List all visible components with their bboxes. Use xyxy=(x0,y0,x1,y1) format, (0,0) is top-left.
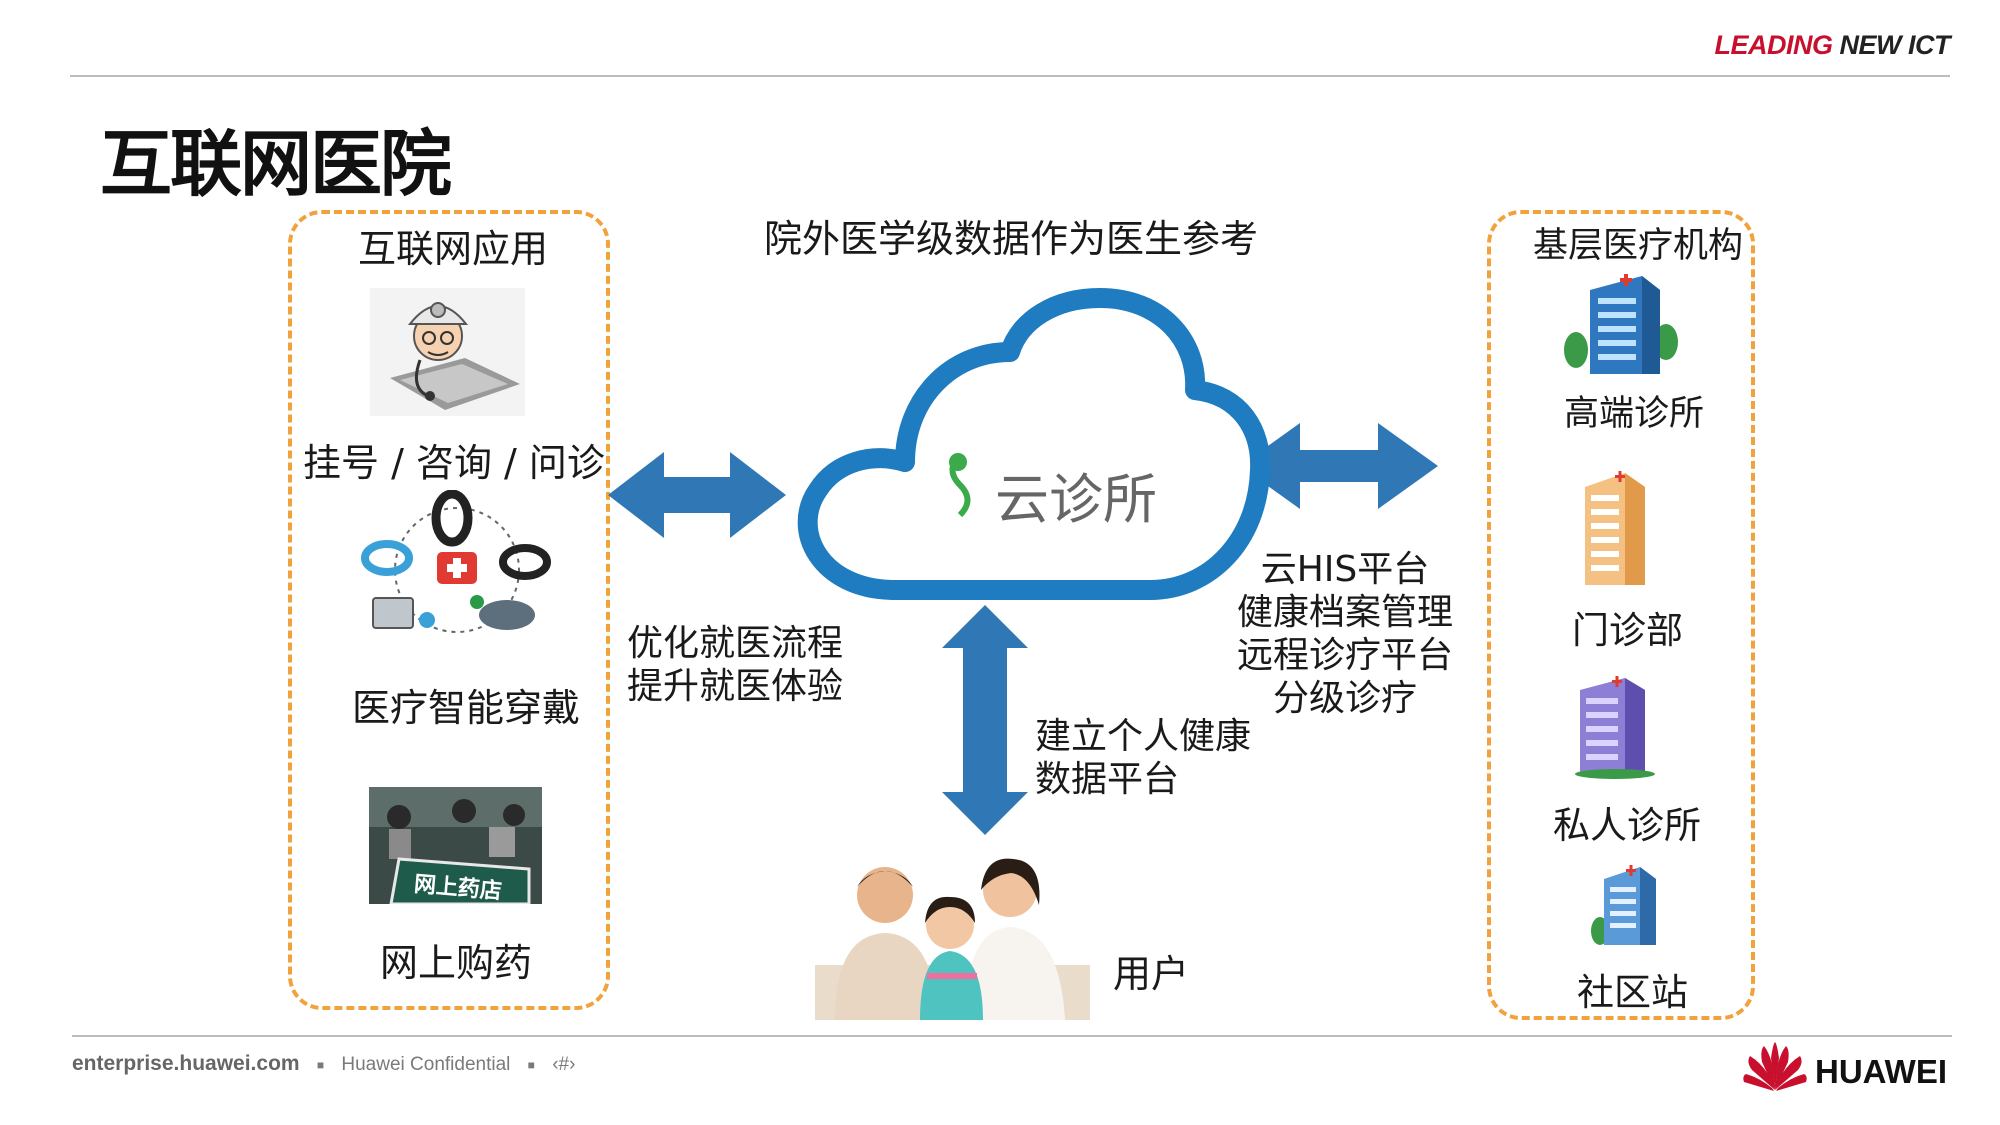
right-caption-line-1: 云HIS平台 xyxy=(1260,549,1430,590)
footer-divider xyxy=(72,1035,1952,1037)
header-divider xyxy=(70,75,1950,77)
left-item-wearables: 医疗智能穿戴 xyxy=(352,686,581,730)
brand-slogan: LEADING NEW ICT xyxy=(1700,30,1950,61)
high-end-clinic-building-icon xyxy=(1564,274,1678,374)
cloud-shape xyxy=(797,288,1271,600)
wearables-icon xyxy=(361,490,551,633)
right-panel xyxy=(1487,210,1755,1020)
footer-info: enterprise.huawei.com ■ Huawei Confident… xyxy=(72,1052,575,1076)
right-caption-line-4: 分级诊疗 xyxy=(1272,678,1417,719)
private-clinic-building-icon xyxy=(1575,676,1655,779)
brand-word-leading: LEADING xyxy=(1714,30,1833,60)
footer-separator-2: ■ xyxy=(527,1057,535,1072)
family-photo xyxy=(815,845,1090,1020)
right-caption-line-3: 远程诊疗平台 xyxy=(1236,635,1453,676)
top-caption: 院外医学级数据作为医生参考 xyxy=(764,217,1259,261)
huawei-logo-icon xyxy=(1743,1042,1807,1091)
left-panel xyxy=(288,210,610,1010)
community-station-building-icon xyxy=(1591,865,1656,945)
cloud-label: 云诊所 xyxy=(995,468,1157,531)
huawei-logo-text: HUAWEI xyxy=(1815,1053,1947,1090)
footer-site: enterprise.huawei.com xyxy=(72,1052,300,1075)
clinic-private: 私人诊所 xyxy=(1553,804,1701,847)
left-caption-line-2: 提升就医体验 xyxy=(627,666,844,707)
online-pharmacy-photo: 网上药店 xyxy=(369,787,542,904)
outpatient-building-icon xyxy=(1585,471,1645,585)
brand-word-new-ict: NEW ICT xyxy=(1839,30,1951,60)
down-arrow-caption: 建立个人健康 数据平台 xyxy=(1035,715,1251,801)
right-caption-line-2: 健康档案管理 xyxy=(1236,592,1453,633)
doctor-laptop-icon xyxy=(370,288,525,416)
down-caption-line-1: 建立个人健康 xyxy=(1035,716,1252,757)
left-item-pharmacy: 网上购药 xyxy=(380,941,533,985)
clinic-high-end: 高端诊所 xyxy=(1564,394,1705,434)
vertical-double-arrow xyxy=(942,605,1028,835)
right-arrow-caption: 云HIS平台 健康档案管理 远程诊疗平台 分级诊疗 xyxy=(1225,548,1465,720)
clinic-outpatient: 门诊部 xyxy=(1572,609,1683,652)
right-double-arrow xyxy=(1240,423,1438,509)
page-title: 互联网医院 xyxy=(100,122,452,206)
footer-confidential: Huawei Confidential xyxy=(341,1054,511,1075)
right-panel-title: 基层医疗机构 xyxy=(1533,226,1744,266)
clinic-community: 社区站 xyxy=(1577,971,1688,1014)
footer-separator-1: ■ xyxy=(316,1057,325,1072)
left-double-arrow xyxy=(608,452,786,538)
left-arrow-caption: 优化就医流程 提升就医体验 xyxy=(627,622,843,708)
down-caption-line-2: 数据平台 xyxy=(1035,759,1180,800)
left-caption-line-1: 优化就医流程 xyxy=(627,623,844,664)
user-label: 用户 xyxy=(1113,952,1190,996)
left-panel-title: 互联网应用 xyxy=(358,227,549,271)
footer-page-number: ‹#› xyxy=(552,1054,576,1075)
left-item-registration: 挂号 / 咨询 / 问诊 xyxy=(303,441,605,485)
